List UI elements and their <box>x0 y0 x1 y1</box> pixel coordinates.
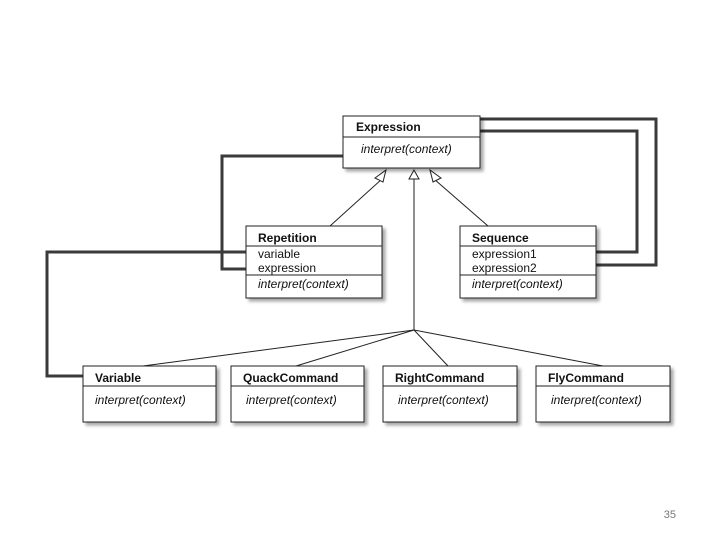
class-method: interpret(context) <box>361 142 452 156</box>
class-name: Variable <box>95 371 141 385</box>
class-attribute: variable <box>258 247 300 261</box>
class-box-variable: Variable interpret(context) <box>82 365 217 423</box>
fly-command-branch-line <box>413 329 604 367</box>
class-box-quack-command: QuackCommand interpret(context) <box>230 365 365 423</box>
class-method: interpret(context) <box>472 277 563 291</box>
class-method: interpret(context) <box>398 393 489 407</box>
repetition-to-expression-association <box>220 154 343 271</box>
class-name: Repetition <box>258 231 317 245</box>
class-name: FlyCommand <box>548 371 624 385</box>
sequence-inherits-line <box>433 178 489 227</box>
class-attribute: expression1 <box>472 247 537 261</box>
class-box-fly-command: FlyCommand interpret(context) <box>535 365 671 423</box>
class-name: QuackCommand <box>243 371 338 385</box>
sequence-to-expression-association-inner <box>480 129 639 254</box>
repetition-inherits-line <box>329 178 383 227</box>
class-attribute: expression2 <box>472 261 537 275</box>
page-number: 35 <box>663 509 676 521</box>
class-method: interpret(context) <box>551 393 642 407</box>
class-method: interpret(context) <box>246 393 337 407</box>
center-arrowhead-icon <box>408 168 420 180</box>
variable-to-repetition-association <box>45 250 246 378</box>
inheritance-arrowheads <box>374 168 442 183</box>
right-command-branch-line <box>413 329 449 367</box>
class-attribute: expression <box>258 261 316 275</box>
right-arrowhead-icon <box>429 168 442 183</box>
class-box-repetition: Repetition variable expression interpret… <box>245 225 383 299</box>
class-box-right-command: RightCommand interpret(context) <box>382 365 518 423</box>
variable-branch-line <box>142 329 415 367</box>
quack-command-branch-line <box>295 329 415 367</box>
class-name: RightCommand <box>395 371 484 385</box>
inheritance-lines <box>142 178 604 367</box>
class-name: Expression <box>356 120 421 134</box>
class-box-expression: Expression interpret(context) <box>342 115 481 169</box>
class-method: interpret(context) <box>95 393 186 407</box>
association-lines <box>45 117 658 378</box>
left-arrowhead-icon <box>374 168 387 183</box>
class-box-sequence: Sequence expression1 expression2 interpr… <box>459 225 597 299</box>
class-name: Sequence <box>472 231 529 245</box>
class-method: interpret(context) <box>258 277 349 291</box>
sequence-to-expression-association-outer <box>480 117 658 267</box>
